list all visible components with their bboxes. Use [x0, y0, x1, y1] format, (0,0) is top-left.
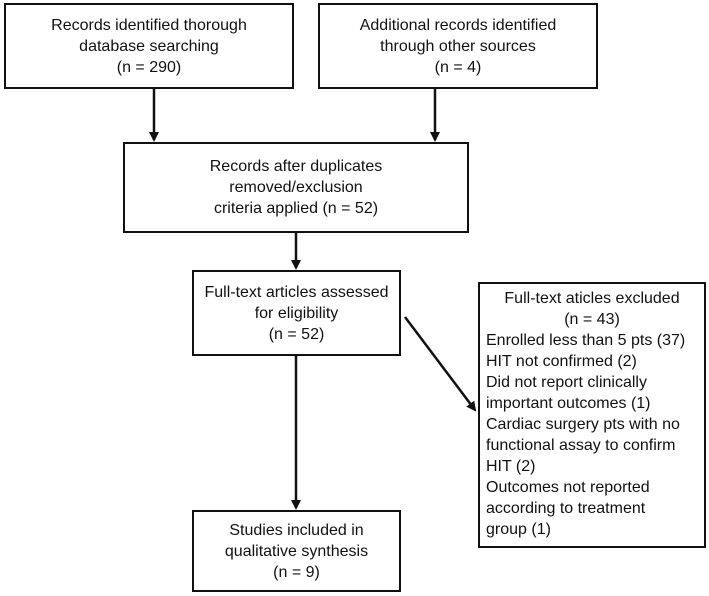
- database-line-2: database searching: [79, 37, 219, 55]
- excluded-item: according to treatment: [486, 500, 646, 517]
- excluded-item: HIT not confirmed (2): [486, 353, 637, 370]
- database-line-1: Records identified thorough: [51, 16, 247, 34]
- database-line-3: (n = 290): [116, 58, 182, 76]
- excluded-item: HIT (2): [486, 458, 536, 475]
- excluded-item: functional assay to confirm: [486, 437, 676, 454]
- after-duplicates-line-1: Records after duplicates: [209, 158, 383, 175]
- excluded-item: important outcomes (1): [486, 395, 651, 412]
- excluded-header-line-1: Full-text aticles excluded: [504, 290, 680, 307]
- after-duplicates-line-3: criteria applied (n = 52): [213, 200, 379, 217]
- excluded-item: Outcomes not reported: [486, 479, 650, 496]
- box-database-search: Records identified thorough database sea…: [4, 3, 294, 89]
- box-full-text-excluded: Full-text aticles excluded (n = 43) Enro…: [478, 282, 706, 548]
- other-sources-line-1: Additional records identified: [359, 16, 557, 34]
- box-full-text-assessed: Full-text articles assessed for eligibil…: [192, 270, 401, 356]
- included-line-3: (n = 9): [273, 563, 320, 581]
- excluded-header-line-2: (n = 43): [564, 311, 620, 328]
- full-text-line-2: for eligibility: [254, 304, 339, 322]
- box-other-sources: Additional records identified through ot…: [318, 3, 598, 89]
- included-line-1: Studies included in: [229, 521, 364, 539]
- arrow-fulltext-to-excluded: [404, 316, 477, 412]
- excluded-item: Enrolled less than 5 pts (37): [486, 332, 686, 349]
- box-after-duplicates: Records after duplicates removed/exclusi…: [123, 142, 469, 233]
- full-text-line-3: (n = 52): [268, 325, 325, 343]
- excluded-item: Did not report clinically: [486, 374, 647, 391]
- other-sources-line-3: (n = 4): [434, 58, 482, 76]
- excluded-item: group (1): [486, 521, 551, 538]
- box-studies-included: Studies included in qualitative synthesi…: [192, 510, 401, 592]
- included-line-2: qualitative synthesis: [224, 542, 369, 560]
- other-sources-line-2: through other sources: [380, 37, 536, 55]
- full-text-line-1: Full-text articles assessed: [204, 283, 389, 301]
- excluded-item: Cardiac surgery pts with no: [486, 416, 680, 433]
- after-duplicates-line-2: removed/exclusion: [229, 179, 363, 196]
